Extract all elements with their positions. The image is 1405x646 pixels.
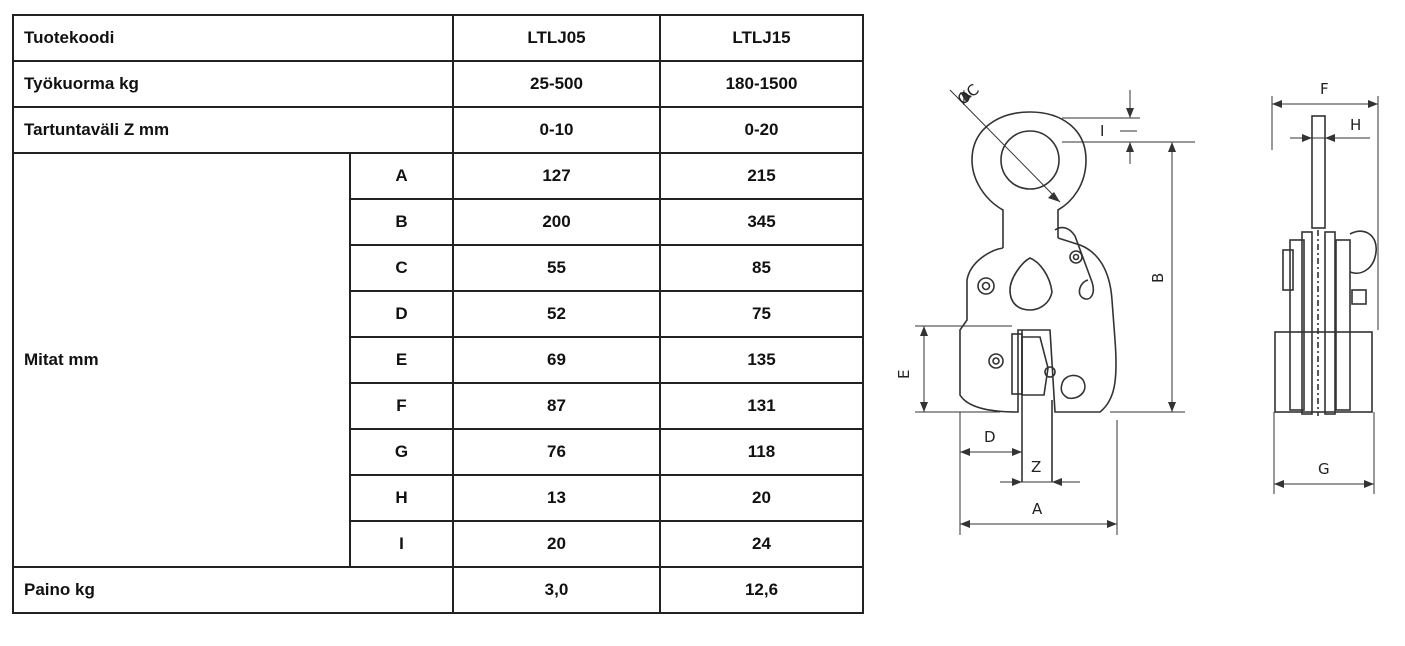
dimension-letter: E [349, 336, 454, 384]
table-row: C 55 85 [13, 244, 864, 292]
dim-label-h: H [1350, 116, 1361, 134]
cell-value: 135 [659, 336, 864, 384]
spec-table: Tuotekoodi LTLJ05 LTLJ15 Työkuorma kg 25… [12, 14, 864, 614]
side-view-dimensions [1271, 96, 1379, 494]
table-row: G 76 118 [13, 428, 864, 476]
row-label: Paino kg [12, 566, 454, 614]
cell-value: 87 [452, 382, 661, 430]
cell-value: 25-500 [452, 60, 661, 108]
dim-label-f: F [1320, 80, 1329, 98]
dim-label-b: B [1149, 273, 1167, 283]
front-view-dimensions [915, 89, 1195, 535]
dim-label-d: D [984, 428, 996, 446]
dim-label-a: A [1032, 500, 1043, 518]
cell-value: 215 [659, 152, 864, 200]
clamp-front-view [959, 111, 1117, 482]
dimensions-label: Mitat mm [12, 152, 351, 568]
cell-value: 24 [659, 520, 864, 568]
dimension-letter: H [349, 474, 454, 522]
dimension-letter: B [349, 198, 454, 246]
dim-label-z: Z [1031, 458, 1041, 476]
cell-value: 118 [659, 428, 864, 476]
cell-value: 345 [659, 198, 864, 246]
side-dimension-arrows [1272, 100, 1378, 488]
cell-value: 3,0 [452, 566, 661, 614]
table-row: B 200 345 [13, 198, 864, 246]
table-row: D 52 75 [13, 290, 864, 338]
cell-value: 127 [452, 152, 661, 200]
cell-value: 20 [659, 474, 864, 522]
table-row: H 13 20 [13, 474, 864, 522]
row-label: Tartuntaväli Z mm [12, 106, 454, 154]
clamp-technical-drawing: ØC I B E D Z A [895, 80, 1379, 535]
cell-value: 76 [452, 428, 661, 476]
row-label: Työkuorma kg [12, 60, 454, 108]
clamp-side-view [1274, 115, 1377, 416]
table-row: I 20 24 [13, 520, 864, 568]
dimension-letter: A [349, 152, 454, 200]
cell-value: 55 [452, 244, 661, 292]
cell-value: 180-1500 [659, 60, 864, 108]
model-header: LTLJ05 [452, 14, 661, 62]
table-row: F 87 131 [13, 382, 864, 430]
cell-value: 75 [659, 290, 864, 338]
dim-label-i: I [1100, 122, 1104, 140]
dimension-letter: C [349, 244, 454, 292]
cell-value: 69 [452, 336, 661, 384]
table-row: Mitat mm A 127 215 [12, 152, 864, 568]
dim-label-e: E [895, 370, 913, 379]
table-row: Tartuntaväli Z mm 0-10 0-20 [12, 106, 864, 154]
cell-value: 52 [452, 290, 661, 338]
cell-value: 0-20 [659, 106, 864, 154]
cell-value: 13 [452, 474, 661, 522]
cell-value: 200 [452, 198, 661, 246]
cell-value: 131 [659, 382, 864, 430]
dim-label-c: ØC [954, 80, 983, 108]
dimension-letter: G [349, 428, 454, 476]
dimension-letter: I [349, 520, 454, 568]
table-row: Paino kg 3,0 12,6 [12, 566, 864, 614]
table-row: E 69 135 [13, 336, 864, 384]
cell-value: 20 [452, 520, 661, 568]
cell-value: 85 [659, 244, 864, 292]
cell-value: 0-10 [452, 106, 661, 154]
cell-value: 12,6 [659, 566, 864, 614]
table-row: Työkuorma kg 25-500 180-1500 [12, 60, 864, 108]
model-header: LTLJ15 [659, 14, 864, 62]
dim-label-g: G [1318, 460, 1330, 478]
dimension-arrows [920, 92, 1176, 528]
row-label: Tuotekoodi [12, 14, 454, 62]
table-row: Tuotekoodi LTLJ05 LTLJ15 [12, 14, 864, 62]
dimension-letter: F [349, 382, 454, 430]
dimension-letter: D [349, 290, 454, 338]
